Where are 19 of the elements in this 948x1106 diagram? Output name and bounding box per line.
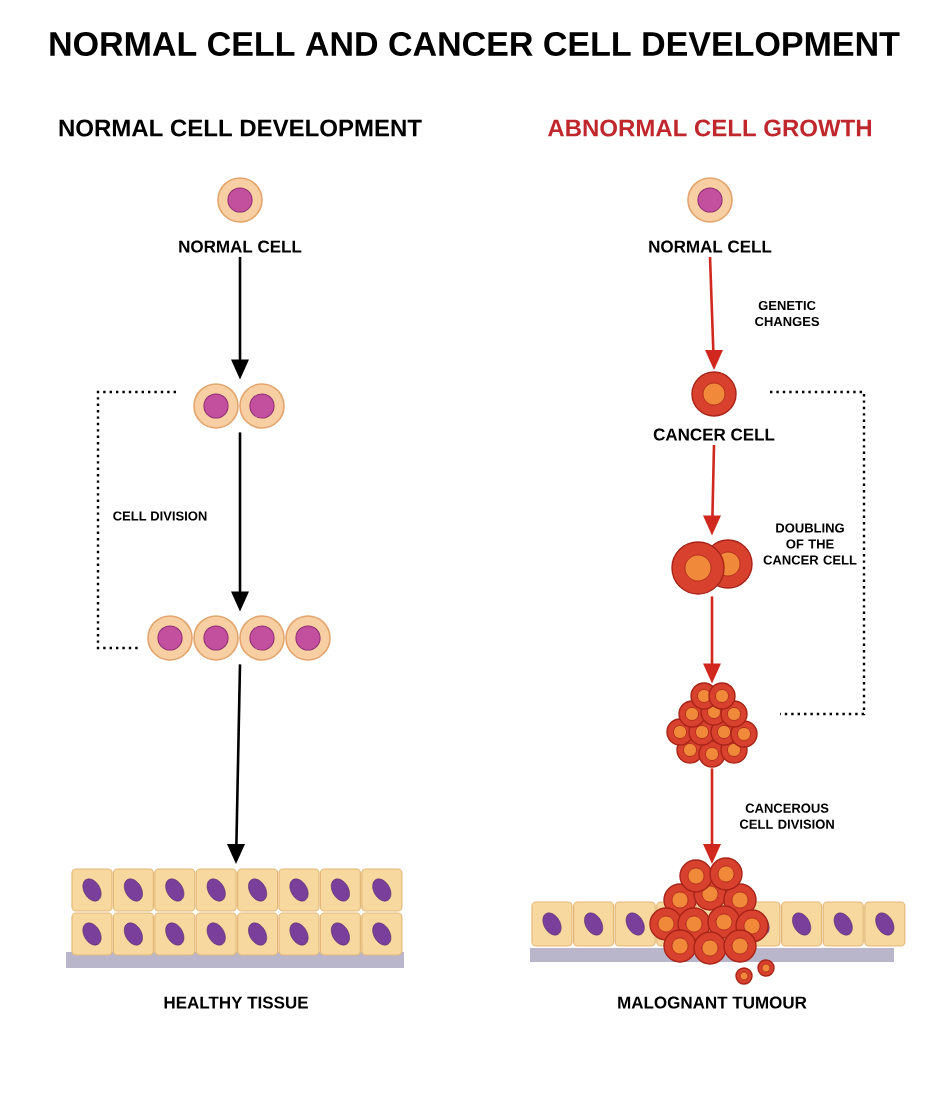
arrow: [703, 444, 721, 536]
node-label: MALOGNANT TUMOUR: [618, 996, 807, 1009]
heading: ABNORMAL CELL GROWTH: [547, 119, 871, 137]
node-label: CANCER CELL: [653, 428, 775, 441]
arrow: [231, 256, 249, 380]
heading: NORMAL CELL DEVELOPMENT: [59, 119, 422, 137]
arrow: [227, 664, 245, 864]
cancer-cluster-drawing: [666, 682, 758, 768]
arrow: [231, 432, 249, 612]
cancer-cells-drawing: [671, 539, 753, 595]
node-label: HEALTHY TISSUE: [164, 996, 308, 1009]
title: NORMAL CELL AND CANCER CELL DEVELOPMENT: [50, 31, 900, 57]
arrow: [703, 596, 721, 684]
dividing-cells-drawing: [193, 383, 285, 429]
node-label: NORMAL CELL: [179, 240, 302, 253]
arrow: [705, 256, 723, 370]
arrow: [703, 768, 721, 864]
node-label: NORMAL CELL: [649, 240, 772, 253]
cell-row-drawing: [147, 615, 331, 661]
